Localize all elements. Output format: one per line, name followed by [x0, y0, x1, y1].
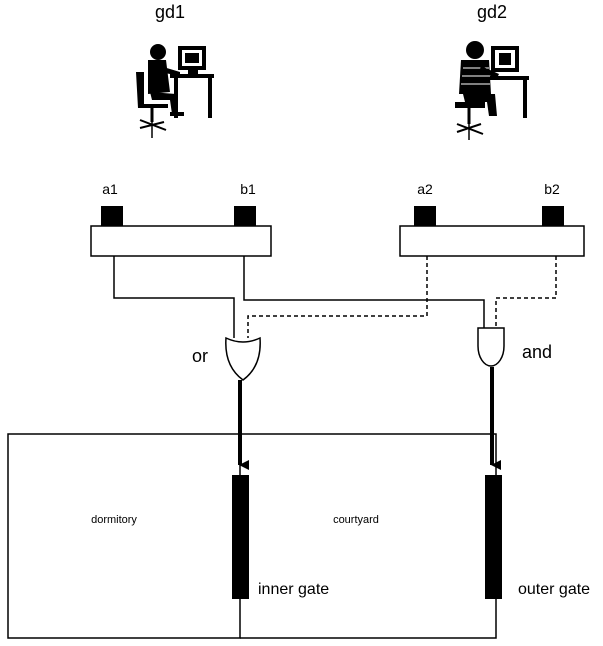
wires-guard1: [113, 256, 485, 338]
person-at-computer-icon: [455, 41, 529, 140]
or-gate: [225, 336, 261, 381]
key-label-a2: a2: [417, 181, 433, 197]
inner-gate: [232, 475, 249, 599]
key-panel-left: [90, 225, 272, 257]
key-button-a1[interactable]: [101, 206, 123, 226]
key-label-b1: b1: [240, 181, 256, 197]
key-label-b2: b2: [544, 181, 560, 197]
gate-label-outer: outer gate: [518, 581, 590, 598]
guard-label-gd1: gd1: [155, 2, 185, 22]
key-button-b2[interactable]: [542, 206, 564, 226]
person-at-computer-icon: [136, 44, 214, 138]
room-label-courtyard: courtyard: [333, 514, 379, 526]
room-label-dormitory: dormitory: [91, 514, 137, 526]
gate-label-inner: inner gate: [258, 581, 329, 598]
or-gate-label: or: [192, 346, 208, 366]
outer-gate: [485, 475, 502, 599]
building-outline: [7, 433, 497, 639]
wires-guard2: [247, 256, 557, 338]
and-gate-label: and: [522, 342, 552, 362]
key-panel-right: [399, 225, 585, 257]
key-button-b1[interactable]: [234, 206, 256, 226]
key-label-a1: a1: [102, 181, 118, 197]
key-button-a2[interactable]: [414, 206, 436, 226]
guard-label-gd2: gd2: [477, 2, 507, 22]
and-gate: [477, 327, 505, 367]
